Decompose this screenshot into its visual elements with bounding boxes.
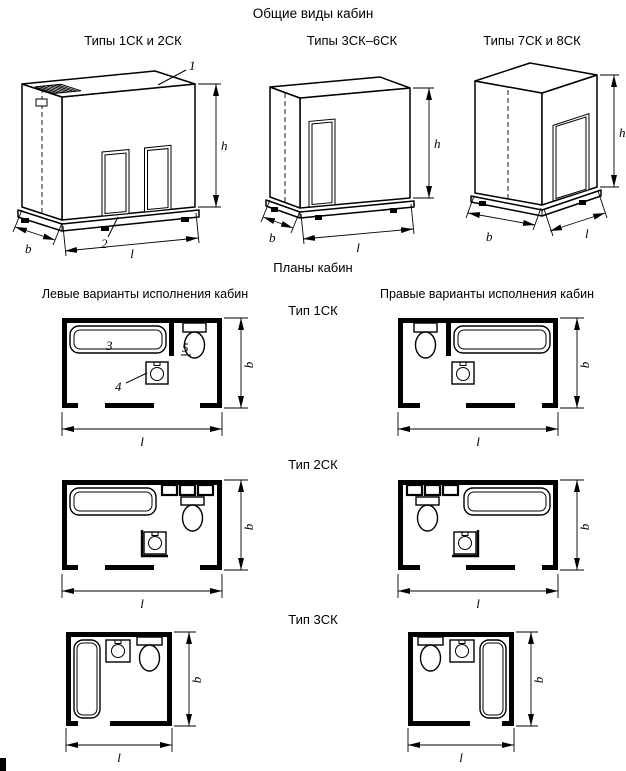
callout-1-label: 1 (189, 58, 196, 73)
dimension-l: l (300, 203, 415, 255)
dim-label-l: l (130, 246, 134, 261)
dimension-h: h (413, 87, 441, 199)
callout-4-leader (125, 372, 148, 384)
left-variants-header: Левые варианты исполнения кабин (41, 287, 249, 301)
cabin-body (269, 76, 411, 209)
callout-4-label: 4 (115, 379, 122, 394)
roof-vent-grille (34, 83, 82, 94)
base-pallet (470, 189, 602, 217)
dim-label-l: l (140, 434, 144, 449)
dim-label-b: b (486, 229, 493, 244)
dim-label-b: b (269, 230, 276, 245)
plans-title: Планы кабин (273, 260, 353, 275)
page-title: Общие виды кабин (252, 6, 374, 21)
callout-5-label: 5 (182, 340, 189, 355)
door-opening (552, 113, 590, 202)
plan-2sk-left: l b (60, 478, 256, 611)
dim-label-l: l (117, 750, 121, 765)
view-label-1sk-2sk: Типы 1СК и 2СК (84, 33, 182, 48)
dimension-l: l (543, 190, 608, 241)
dim-label-l: l (459, 750, 463, 765)
dimension-b: b (260, 199, 301, 245)
dim-label-l: l (476, 434, 480, 449)
dim-label-l: l (356, 240, 360, 255)
plan-3sk-right: l b (407, 631, 546, 765)
plan-type-label-3sk: Тип 3СК (288, 612, 338, 627)
dim-label-b: b (577, 523, 592, 530)
plan-3sk-left: l b (65, 631, 204, 765)
dim-label-h: h (221, 138, 228, 153)
top-face (474, 62, 598, 94)
plan-1sk-left: 3 4 5 l b (61, 317, 256, 449)
dim-label-b: b (25, 241, 32, 256)
callout-1: 1 (157, 58, 196, 86)
dim-label-h: h (619, 125, 626, 140)
iso-view-types-7sk-8sk: h b l (465, 62, 626, 244)
callout-3-label: 3 (105, 338, 113, 353)
dim-label-h: h (434, 136, 441, 151)
dim-label-b: b (577, 361, 592, 368)
plan-type-label-2sk: Тип 2СК (288, 457, 338, 472)
door-opening-1 (101, 148, 130, 217)
dim-label-l: l (476, 596, 480, 611)
dimension-l: l (62, 212, 200, 261)
iso-view-types-3sk-6sk: h b l (260, 76, 441, 255)
plan-type-label-1sk: Тип 1СК (288, 303, 338, 318)
right-variants-header: Правые варианты исполнения кабин (379, 287, 595, 301)
view-label-3sk-6sk: Типы 3СК–6СК (306, 33, 398, 48)
callout-2-label: 2 (101, 236, 108, 251)
scan-artifact (0, 758, 6, 771)
iso-view-types-1sk-2sk: 1 2 h b l (12, 58, 228, 261)
dimension-b: b (465, 195, 542, 244)
door-opening (308, 118, 336, 208)
view-label-7sk-8sk: Типы 7СК и 8СК (483, 33, 581, 48)
dim-label-l: l (585, 226, 589, 241)
plan-1sk-right: l b (397, 317, 592, 449)
dimension-b: b (12, 209, 63, 256)
dim-label-l: l (140, 596, 144, 611)
door-opening-2 (144, 144, 172, 213)
dimension-h: h (198, 83, 228, 208)
dim-label-b: b (531, 676, 546, 683)
left-face (474, 80, 543, 206)
dim-label-b: b (241, 523, 256, 530)
dim-label-b: b (189, 676, 204, 683)
dim-label-b: b (241, 361, 256, 368)
top-face (269, 76, 411, 99)
plan-2sk-right: l b (396, 478, 592, 611)
dimension-h: h (600, 74, 626, 188)
